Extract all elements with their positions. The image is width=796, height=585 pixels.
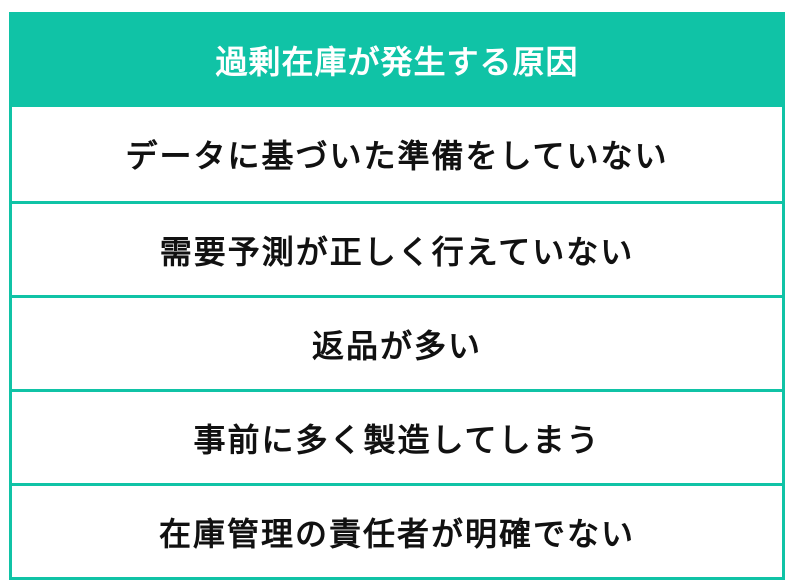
row-label: 事前に多く製造してしまう (193, 420, 601, 459)
row-label: 返品が多い (311, 326, 482, 365)
table-row: 需要予測が正しく行えていない (12, 201, 782, 295)
table-title: 過剰在庫が発生する原因 (215, 42, 579, 81)
table-row: データに基づいた準備をしていない (12, 107, 782, 201)
row-label: 需要予測が正しく行えていない (159, 232, 635, 271)
causes-table: 過剰在庫が発生する原因 データに基づいた準備をしていない 需要予測が正しく行えて… (9, 12, 785, 580)
table-header: 過剰在庫が発生する原因 (9, 12, 785, 107)
table-row: 在庫管理の責任者が明確でない (12, 483, 782, 577)
row-label: 在庫管理の責任者が明確でない (158, 514, 635, 553)
table-row: 事前に多く製造してしまう (12, 389, 782, 483)
row-label: データに基づいた準備をしていない (125, 137, 669, 175)
table-row: 返品が多い (12, 295, 782, 389)
